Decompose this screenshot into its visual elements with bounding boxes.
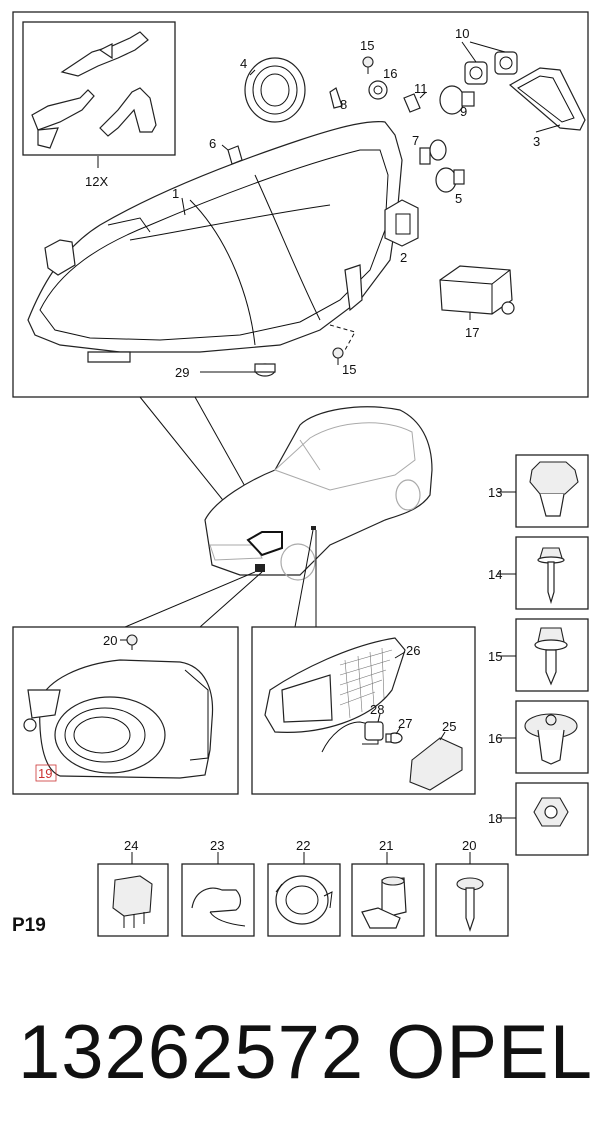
side-marker-25 bbox=[409, 737, 463, 791]
callout-19: 19 bbox=[38, 766, 52, 781]
headlamp-housing bbox=[27, 121, 403, 363]
harness-box-23 bbox=[181, 852, 255, 937]
screw-15-lower bbox=[332, 347, 344, 365]
callout-16-top: 16 bbox=[383, 66, 397, 81]
bulb-holders-10 bbox=[464, 51, 518, 85]
callout-8: 8 bbox=[340, 97, 347, 112]
motor-2 bbox=[384, 199, 419, 247]
bulb-11 bbox=[403, 93, 421, 113]
bulb-5 bbox=[435, 167, 465, 193]
part-number: 13262572 bbox=[18, 1010, 365, 1095]
callout-2: 2 bbox=[400, 250, 407, 265]
car-sidemarker-highlight bbox=[311, 526, 316, 530]
callout-14: 14 bbox=[488, 567, 502, 582]
callout-28: 28 bbox=[370, 702, 384, 717]
callout-18: 18 bbox=[488, 811, 502, 826]
grille-26 bbox=[264, 637, 406, 733]
fastener-box-16 bbox=[497, 700, 589, 774]
bulb-9 bbox=[439, 85, 475, 115]
callout-22: 22 bbox=[296, 838, 310, 853]
bulb-6 bbox=[227, 145, 243, 165]
foglamp-box-22 bbox=[267, 852, 341, 937]
headlamp-brackets bbox=[31, 31, 157, 149]
car-illustration bbox=[204, 406, 433, 581]
fog-lamp-19 bbox=[23, 659, 214, 779]
callout-6: 6 bbox=[209, 136, 216, 151]
callout-9: 9 bbox=[460, 104, 467, 119]
callout-3: 3 bbox=[533, 134, 540, 149]
grommet-29 bbox=[254, 363, 276, 377]
callout-15-top: 15 bbox=[360, 38, 374, 53]
gasket-3 bbox=[508, 67, 586, 131]
relay-box-24 bbox=[97, 852, 169, 937]
bulb-27 bbox=[385, 732, 403, 744]
callout-1: 1 bbox=[172, 186, 179, 201]
callout-21: 21 bbox=[379, 838, 393, 853]
callout-15-box: 15 bbox=[488, 649, 502, 664]
callout-19-highlight bbox=[35, 764, 57, 782]
callout-16-box: 16 bbox=[488, 731, 502, 746]
module-17 bbox=[439, 265, 515, 315]
callout-17: 17 bbox=[465, 325, 479, 340]
callout-20-box: 20 bbox=[462, 838, 476, 853]
socket-28 bbox=[321, 721, 384, 753]
callout-13: 13 bbox=[488, 485, 502, 500]
fastener-box-13 bbox=[497, 454, 589, 528]
callout-29: 29 bbox=[175, 365, 189, 380]
car-headlamp-highlight bbox=[246, 531, 283, 557]
callout-26: 26 bbox=[406, 643, 420, 658]
fastener-box-15 bbox=[497, 618, 589, 692]
callout-4: 4 bbox=[240, 56, 247, 71]
bulb-8 bbox=[329, 87, 343, 109]
fastener-box-14 bbox=[497, 536, 589, 610]
callout-7: 7 bbox=[412, 133, 419, 148]
callout-24: 24 bbox=[124, 838, 138, 853]
bulb-cover bbox=[244, 57, 306, 123]
bracket-box-21 bbox=[351, 852, 425, 937]
callout-5: 5 bbox=[455, 191, 462, 206]
callout-labels: 1 2 3 4 5 6 7 8 9 10 11 12X 13 14 15 15 … bbox=[38, 26, 540, 853]
brand-name: OPEL bbox=[386, 1010, 593, 1095]
footer: 13262572 OPEL bbox=[18, 1008, 593, 1098]
callout-10: 10 bbox=[455, 26, 469, 41]
fastener-box-18 bbox=[497, 782, 589, 856]
callout-25: 25 bbox=[442, 719, 456, 734]
callout-23: 23 bbox=[210, 838, 224, 853]
callout-15-lower: 15 bbox=[342, 362, 356, 377]
bulb-socket-16 bbox=[368, 80, 388, 100]
callout-11: 11 bbox=[414, 81, 428, 96]
screw-box-20 bbox=[435, 852, 509, 937]
leader-lines-top bbox=[97, 41, 561, 373]
callout-12x: 12X bbox=[85, 174, 108, 189]
callout-27: 27 bbox=[398, 716, 412, 731]
screw-15-top bbox=[362, 56, 374, 74]
callout-20-fog: 20 bbox=[103, 633, 117, 648]
bulb-7 bbox=[419, 139, 447, 165]
diagram-code: P19 bbox=[12, 915, 46, 936]
car-foglamp-highlight bbox=[255, 564, 265, 572]
